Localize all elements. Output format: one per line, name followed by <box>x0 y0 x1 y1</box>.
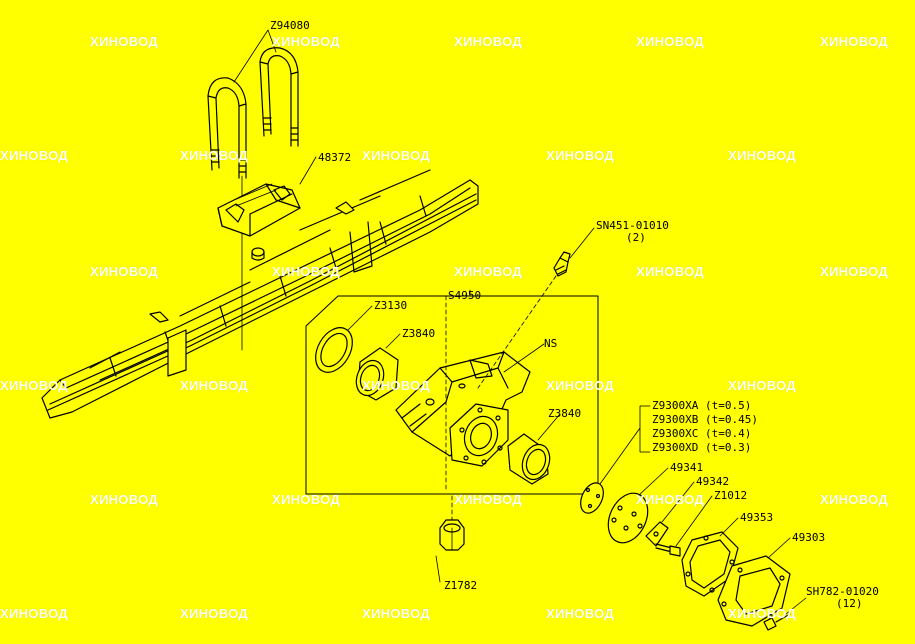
watermark: ХИНОВОД <box>728 148 796 163</box>
watermark: ХИНОВОД <box>636 264 704 279</box>
shim-z9300 <box>580 482 604 514</box>
label-sh782-qty: (12) <box>836 597 863 610</box>
nut-z1782 <box>439 519 465 551</box>
watermark: ХИНОВОД <box>728 378 796 393</box>
watermark: ХИНОВОД <box>820 34 888 49</box>
watermark: ХИНОВОД <box>0 606 68 621</box>
watermark: ХИНОВОД <box>454 492 522 507</box>
label-49303: 49303 <box>792 531 826 544</box>
label-sh782: SH782-01020 <box>806 585 879 598</box>
gasket-49353 <box>681 531 739 597</box>
label-sn451-qty: (2) <box>626 231 646 244</box>
label-z1782: Z1782 <box>444 579 478 592</box>
label-z3840-top: Z3840 <box>402 327 436 340</box>
watermark: ХИНОВОД <box>454 34 522 49</box>
u-bolt-rear <box>259 47 299 147</box>
cover-49341 <box>607 492 649 544</box>
watermark: ХИНОВОД <box>546 148 614 163</box>
watermark: ХИНОВОД <box>180 378 248 393</box>
watermark: ХИНОВОД <box>454 264 522 279</box>
watermark: ХИНОВОД <box>0 378 68 393</box>
label-z3840-right: Z3840 <box>548 407 582 420</box>
bracket-housing-ns <box>395 351 531 467</box>
watermark: ХИНОВОД <box>546 606 614 621</box>
bushing-z3840-right <box>507 433 551 485</box>
label-49342: 49342 <box>696 475 730 488</box>
screw-sh782 <box>763 613 791 631</box>
watermark: ХИНОВОД <box>362 606 430 621</box>
label-ns: NS <box>544 337 558 350</box>
watermark: ХИНОВОД <box>272 492 340 507</box>
seal-ring-z3130 <box>315 327 353 373</box>
u-bolt-front <box>207 77 247 179</box>
watermark: ХИНОВОД <box>820 492 888 507</box>
watermark: ХИНОВОД <box>90 34 158 49</box>
label-z9300xb: Z9300XB (t=0.45) <box>652 413 758 426</box>
watermark: ХИНОВОД <box>636 34 704 49</box>
bolt-z1012 <box>655 543 681 557</box>
label-z9300xa: Z9300XA (t=0.5) <box>652 399 752 412</box>
end-cover-49303 <box>717 555 791 627</box>
label-49353: 49353 <box>740 511 774 524</box>
watermark: ХИНОВОД <box>180 606 248 621</box>
watermark: ХИНОВОД <box>546 378 614 393</box>
grease-nipple-sn451 <box>553 251 571 277</box>
bushing-z3840-top <box>355 347 399 401</box>
watermark: ХИНОВОД <box>0 148 68 163</box>
label-z3130: Z3130 <box>374 299 408 312</box>
label-z9300xc: Z9300XC (t=0.4) <box>652 427 752 440</box>
watermark: ХИНОВОД <box>728 606 796 621</box>
label-sn451: SN451-01010 <box>596 219 669 232</box>
plate-49342 <box>645 521 669 547</box>
watermark: ХИНОВОД <box>90 492 158 507</box>
s4950-assembly-outline <box>305 295 599 495</box>
spring-pad-48372 <box>217 183 301 237</box>
watermark: ХИНОВОД <box>272 34 340 49</box>
watermark: ХИНОВОД <box>362 378 430 393</box>
watermark: ХИНОВОД <box>272 264 340 279</box>
watermark: ХИНОВОД <box>362 148 430 163</box>
watermark: ХИНОВОД <box>636 492 704 507</box>
label-z1012: Z1012 <box>714 489 748 502</box>
label-s4950: S4950 <box>448 289 482 302</box>
label-49341: 49341 <box>670 461 704 474</box>
label-48372: 48372 <box>318 151 352 164</box>
label-z94080: Z94080 <box>270 19 310 32</box>
watermark: ХИНОВОД <box>90 264 158 279</box>
watermark: ХИНОВОД <box>180 148 248 163</box>
label-z9300xd: Z9300XD (t=0.3) <box>652 441 752 454</box>
watermark: ХИНОВОД <box>820 264 888 279</box>
